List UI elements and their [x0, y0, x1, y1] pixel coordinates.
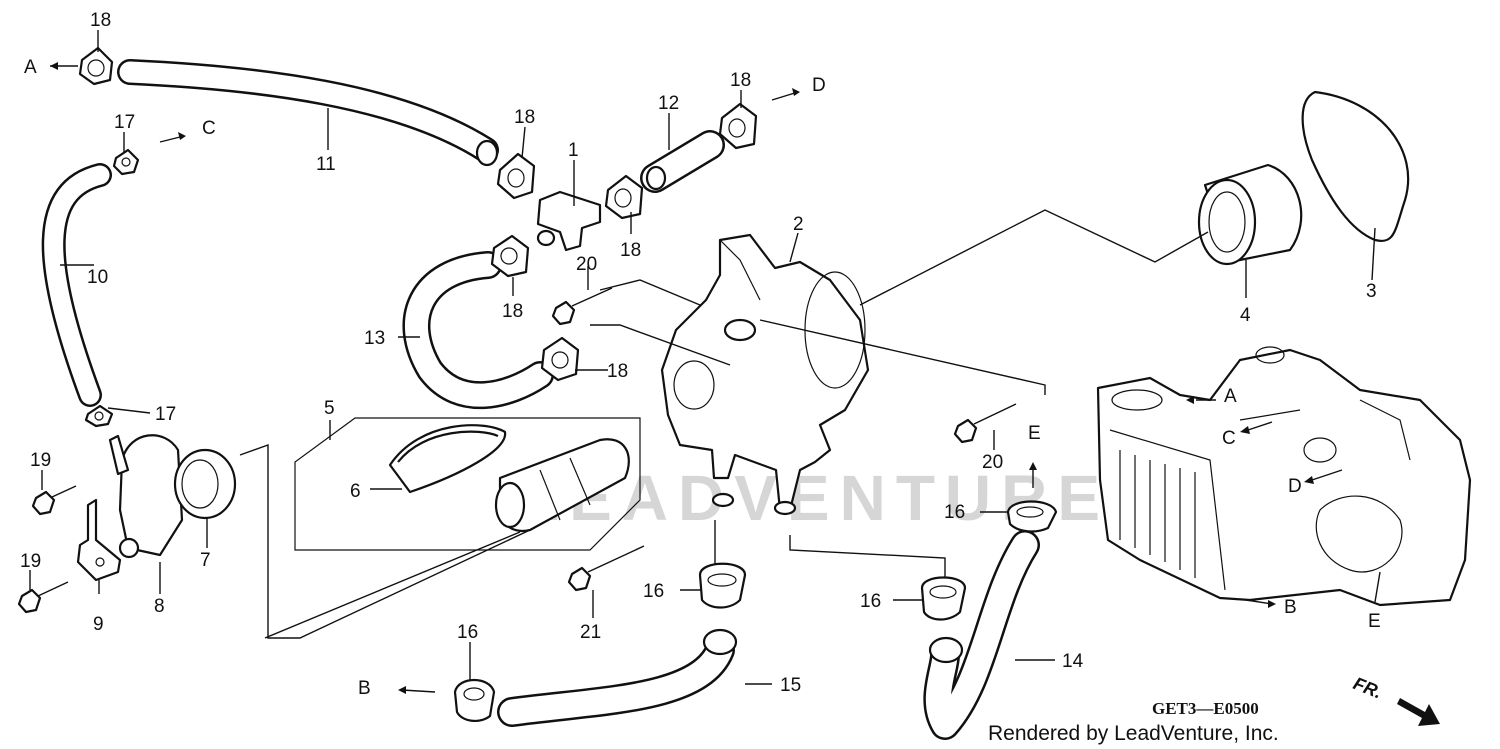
connector-c: C — [202, 118, 216, 139]
connector-e: E — [1028, 423, 1041, 444]
hose-11 — [117, 59, 499, 167]
connector-arrows — [50, 62, 1381, 694]
hose-15 — [497, 628, 738, 727]
callout-9: 9 — [93, 614, 104, 635]
callout-6: 6 — [350, 481, 361, 502]
bolt-19-a — [31, 485, 77, 516]
connector-a-inset: A — [1224, 386, 1237, 407]
front-arrow-icon — [1397, 698, 1440, 726]
callout-3: 3 — [1366, 281, 1377, 302]
credit-text: Rendered by LeadVenture, Inc. — [988, 722, 1279, 745]
callout-12: 12 — [658, 93, 679, 114]
connector-b-inset: B — [1284, 597, 1297, 618]
callout-17: 17 — [114, 112, 135, 133]
connector-labels: A C D B E A C D B E — [24, 57, 1381, 699]
callout-16: 16 — [860, 591, 881, 612]
clamp-16-d — [453, 679, 496, 722]
front-direction-marker: FR. — [1351, 673, 1440, 726]
connector-e-inset: E — [1368, 611, 1381, 632]
clamp-18-b — [496, 152, 536, 200]
connector-a: A — [24, 57, 37, 78]
clamp-18-c — [604, 174, 644, 220]
mechanical-seal-4 — [1197, 163, 1303, 266]
bolt-21 — [567, 545, 645, 592]
clamp-16-c — [1006, 500, 1058, 533]
clamp-16-b — [920, 576, 967, 621]
hose-12 — [640, 130, 725, 193]
callouts: 18 11 17 18 1 12 18 18 18 20 2 10 13 18 … — [20, 10, 1377, 696]
tee-fitting-1 — [536, 190, 602, 252]
callout-18: 18 — [620, 240, 641, 261]
callout-15: 15 — [780, 675, 801, 696]
callout-16: 16 — [944, 502, 965, 523]
bolt-19-b — [17, 581, 69, 614]
clamp-17-b — [84, 404, 114, 428]
callout-18: 18 — [502, 301, 523, 322]
callout-18: 18 — [730, 70, 751, 91]
diagram-code: GET3—E0500 — [1152, 699, 1259, 718]
clamp-18-d — [718, 102, 758, 150]
engine-inset — [1096, 346, 1472, 607]
callout-11: 11 — [316, 154, 336, 175]
callout-20: 20 — [576, 254, 597, 275]
callout-18: 18 — [607, 361, 628, 382]
callout-5: 5 — [324, 398, 335, 419]
callout-2: 2 — [793, 214, 804, 235]
callout-16: 16 — [457, 622, 478, 643]
callout-21: 21 — [580, 622, 601, 643]
callout-13: 13 — [364, 328, 385, 349]
callout-16: 16 — [643, 581, 664, 602]
callout-18: 18 — [514, 107, 535, 128]
callout-10: 10 — [87, 267, 108, 288]
callout-19: 19 — [30, 450, 51, 471]
thermostat-cover-8 — [108, 434, 184, 559]
callout-17: 17 — [155, 404, 176, 425]
callout-4: 4 — [1240, 305, 1251, 326]
clamp-18-e — [490, 234, 530, 278]
callout-18: 18 — [90, 10, 111, 31]
callout-14: 14 — [1062, 651, 1084, 672]
callout-19: 19 — [20, 551, 41, 572]
clamp-18-a — [78, 46, 114, 86]
connector-b: B — [358, 678, 371, 699]
gasket-3 — [1301, 90, 1410, 243]
callout-7: 7 — [200, 550, 211, 571]
hose-14 — [923, 530, 1040, 740]
connector-d: D — [812, 75, 826, 96]
callout-20: 20 — [982, 452, 1003, 473]
connector-c-inset: C — [1222, 428, 1236, 449]
hose-13 — [402, 251, 554, 409]
connector-d-inset: D — [1288, 476, 1302, 497]
callout-1: 1 — [568, 140, 579, 161]
callout-8: 8 — [154, 596, 165, 617]
bolt-20-b — [953, 403, 1017, 444]
clamp-17-a — [112, 148, 140, 176]
clamp-18-f — [540, 336, 580, 382]
bolt-20-a — [551, 287, 613, 326]
thermostat-group-5 — [294, 417, 641, 551]
leader-lines — [29, 30, 1376, 685]
front-marker-label: FR. — [1351, 673, 1385, 702]
hose-10 — [41, 163, 112, 407]
bracket-9 — [76, 498, 122, 582]
clamp-16-a — [698, 562, 747, 609]
o-ring-7 — [173, 448, 237, 520]
